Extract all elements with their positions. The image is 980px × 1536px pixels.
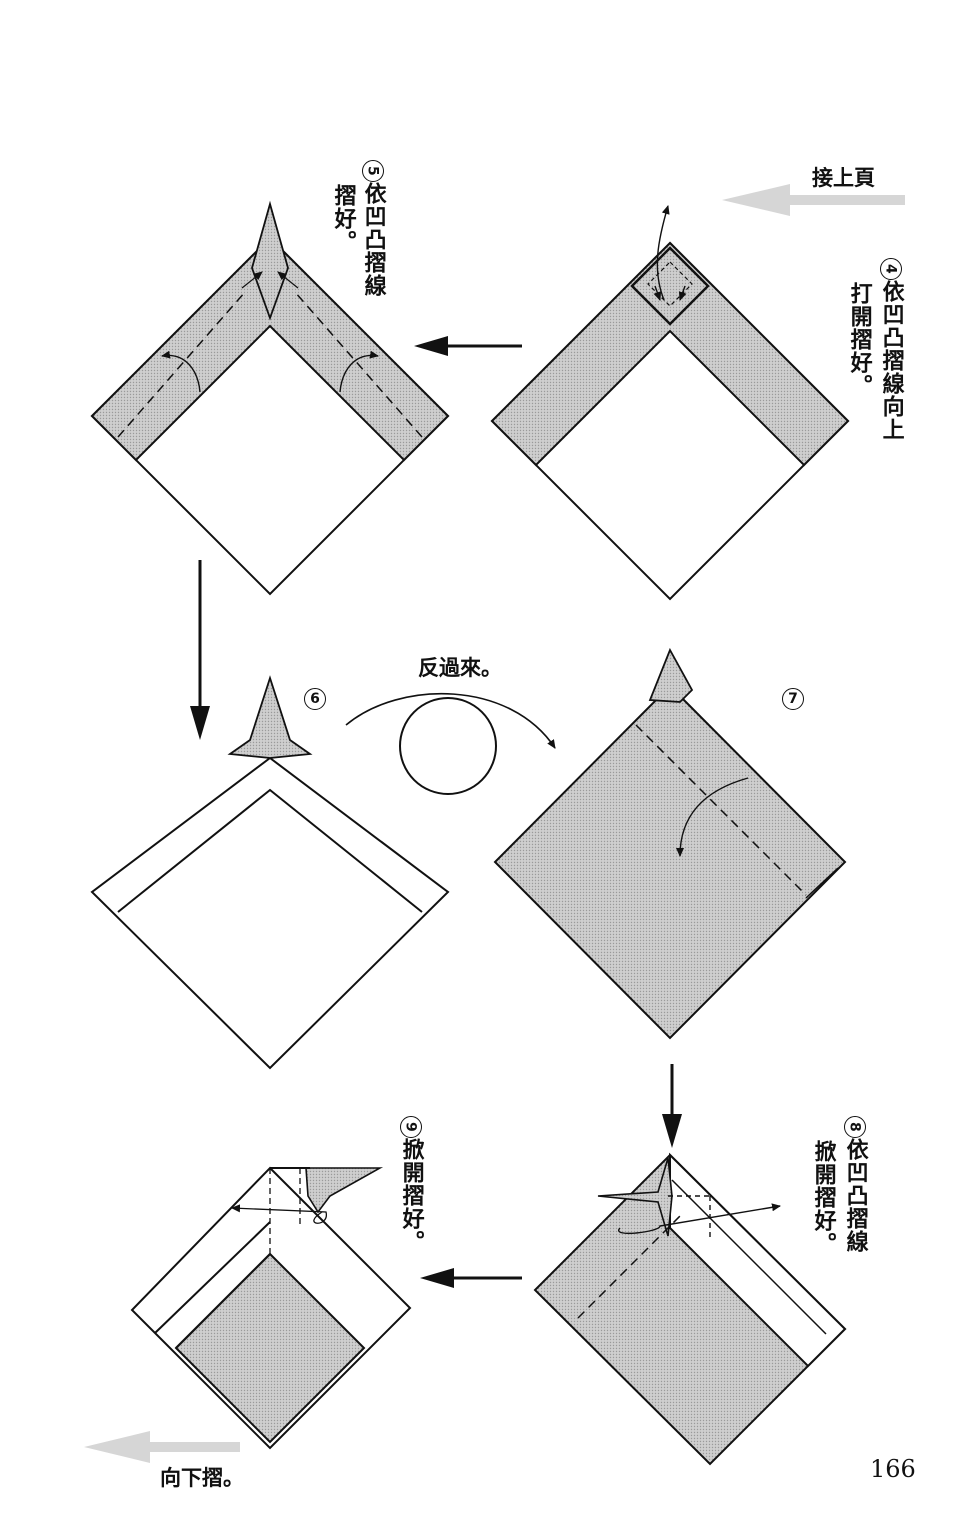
- flip-over-label: 反過來。: [418, 656, 502, 680]
- step-5-instruction-line-2: 摺好。: [330, 184, 356, 253]
- step-number-badge: 5: [361, 160, 384, 182]
- flip-over-icon: [345, 692, 556, 795]
- step-4-instruction: 4依凹凸摺線向上: [878, 258, 904, 441]
- step-4-instruction-line-2: 打開摺好。: [846, 282, 872, 397]
- continue-down-arrow-icon: [84, 1431, 240, 1463]
- step-7-number: 7: [782, 688, 804, 710]
- step-8-instruction: 8依凹凸摺線: [842, 1116, 868, 1253]
- step-4-model: [490, 205, 850, 601]
- step-8-model: [533, 1152, 847, 1466]
- step-9-instruction: 9掀開摺好。: [398, 1116, 424, 1253]
- arrow-4-to-5-icon: [414, 336, 522, 356]
- arrow-8-to-9-icon: [420, 1268, 522, 1288]
- step-8-instruction-line-2: 掀開摺好。: [810, 1140, 836, 1255]
- page-number: 166: [870, 1455, 916, 1483]
- continue-down-label: 向下摺。: [160, 1466, 244, 1490]
- step-6-number: 6: [304, 688, 326, 710]
- continued-from-previous-page: 接上頁: [812, 166, 875, 190]
- arrow-5-to-6-icon: [190, 560, 210, 740]
- step-9-model: [130, 1166, 412, 1450]
- step-number-badge: 9: [399, 1116, 422, 1138]
- step-5-instruction: 5依凹凸摺線: [360, 160, 386, 297]
- step-6-model: [90, 675, 450, 1070]
- step-number-badge: 8: [843, 1116, 866, 1138]
- step-5-model: [90, 200, 450, 596]
- arrow-7-to-8-icon: [662, 1064, 682, 1148]
- step-7-model: [493, 647, 847, 1040]
- continued-arrow-icon: [722, 184, 905, 216]
- step-number-badge: 4: [879, 258, 902, 280]
- sequence-arrows: [190, 336, 682, 1288]
